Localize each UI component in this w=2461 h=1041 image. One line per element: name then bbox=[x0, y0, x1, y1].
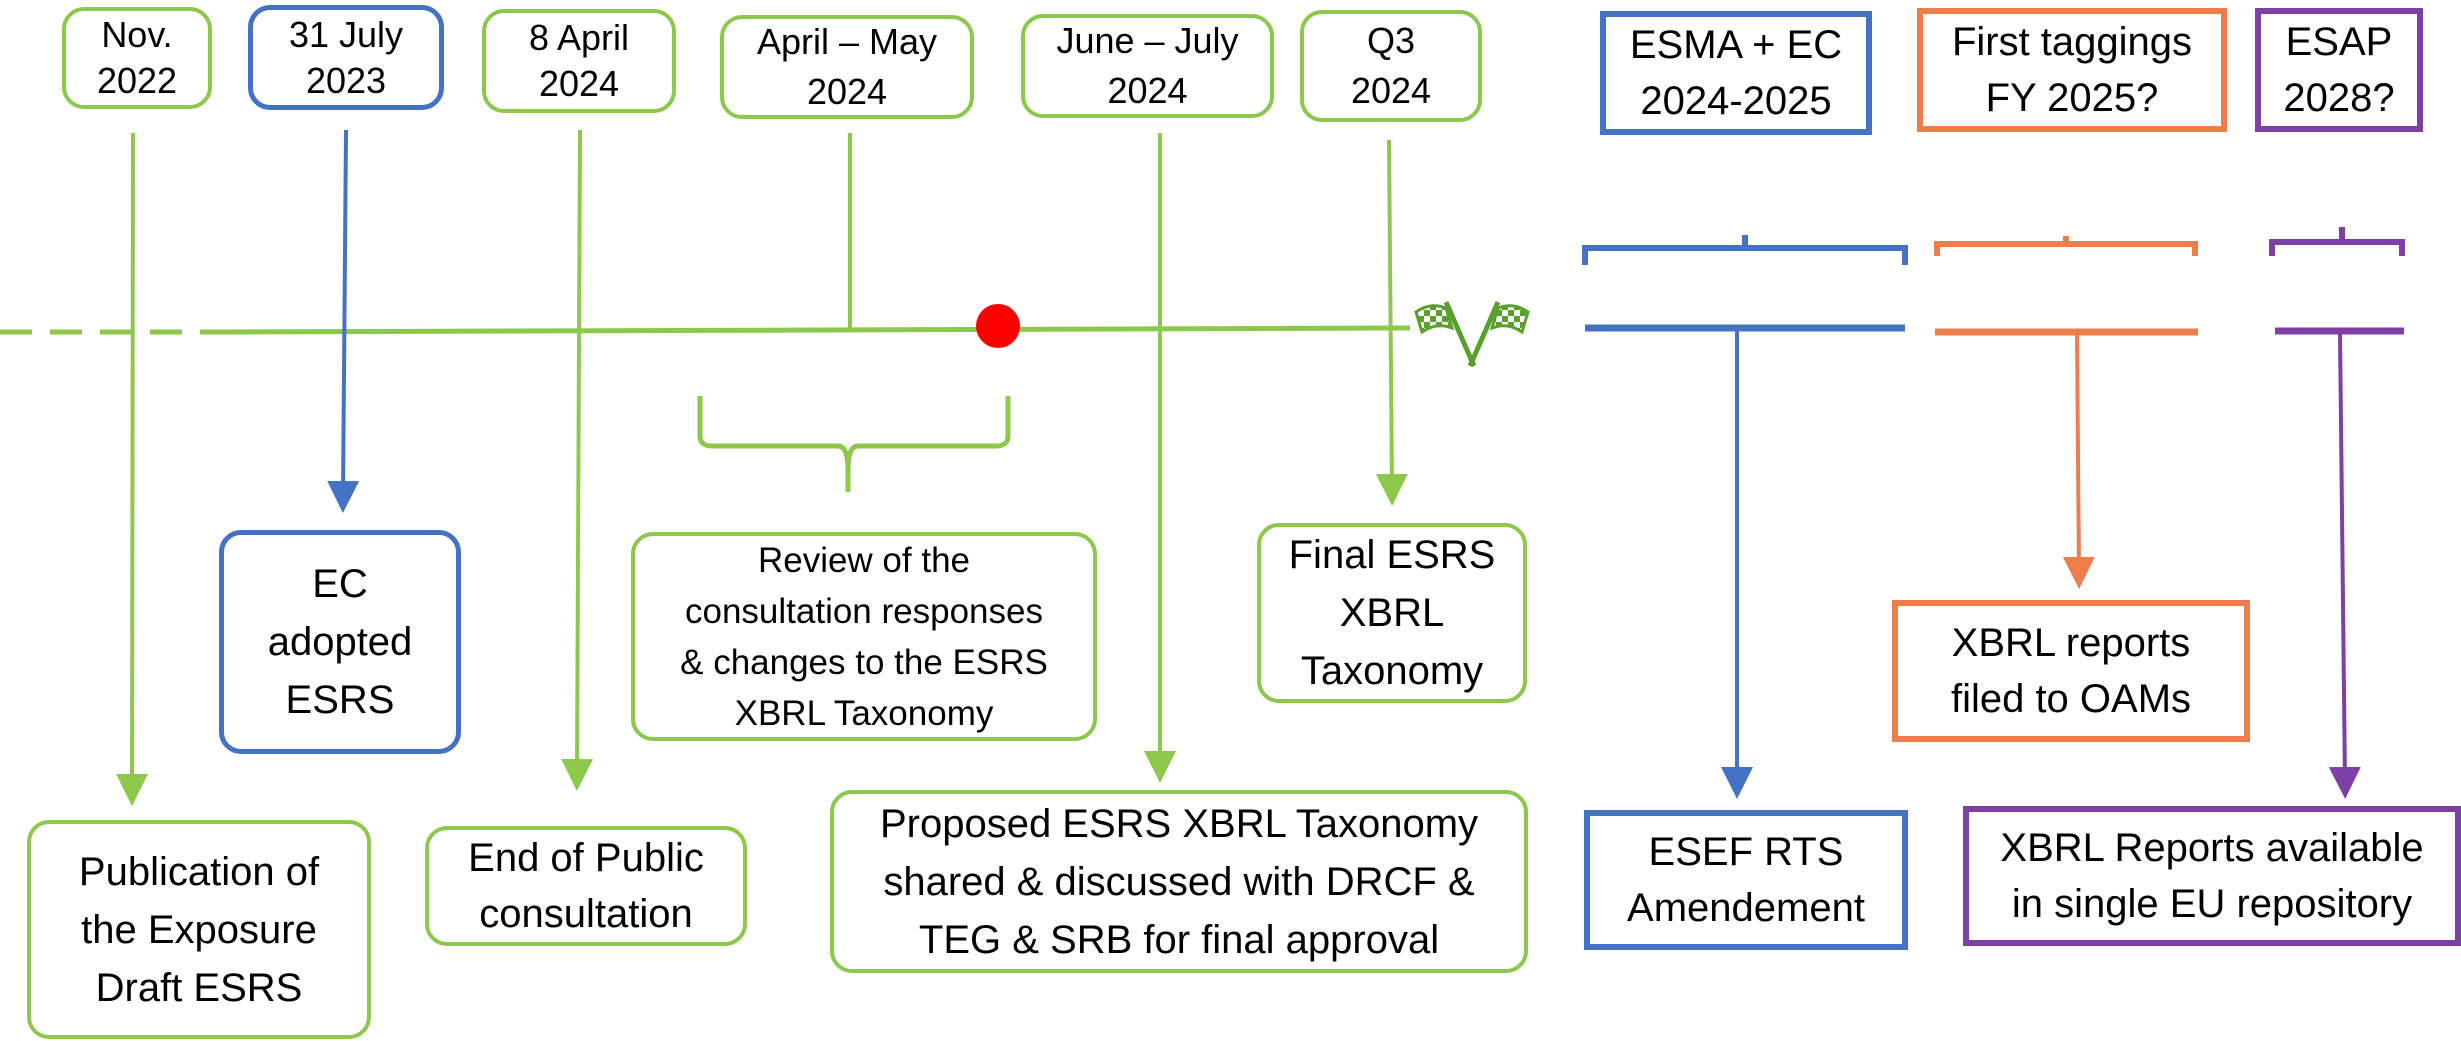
arrow-nov-2022 bbox=[116, 132, 149, 806]
date-label-apr-may-2024: April – May 2024 bbox=[720, 15, 974, 119]
arrow-apr-2024 bbox=[561, 129, 594, 791]
arrow-jul-2023 bbox=[327, 129, 360, 513]
date-label-first-taggings: First taggings FY 2025? bbox=[1917, 8, 2227, 132]
event-box-q3-2024: Final ESRS XBRL Taxonomy bbox=[1257, 523, 1527, 703]
date-label-esap: ESAP 2028? bbox=[2255, 8, 2423, 132]
current-position-dot bbox=[976, 304, 1020, 348]
date-label-jun-jul-2024: June – July 2024 bbox=[1021, 14, 1274, 118]
event-box-esap: XBRL Reports available in single EU repo… bbox=[1963, 806, 2461, 946]
bracket-first-taggings bbox=[1934, 236, 2198, 256]
bracket-esma-ec bbox=[1582, 235, 1908, 265]
arrow-esap bbox=[2328, 332, 2361, 799]
arrow-first-taggings bbox=[2062, 333, 2095, 589]
checkered-flags-icon bbox=[1412, 298, 1532, 370]
date-label-jul-2023: 31 July 2023 bbox=[248, 5, 444, 110]
date-label-apr-2024: 8 April 2024 bbox=[482, 9, 676, 113]
date-label-nov-2022: Nov. 2022 bbox=[62, 7, 212, 109]
event-box-apr-may-2024: Review of the consultation responses & c… bbox=[631, 532, 1097, 741]
date-label-q3-2024: Q3 2024 bbox=[1300, 10, 1482, 122]
event-box-first-taggings: XBRL reports filed to OAMs bbox=[1892, 600, 2250, 742]
event-box-jul-2023: EC adopted ESRS bbox=[219, 530, 461, 754]
bracket-esap bbox=[2269, 227, 2405, 256]
review-brace bbox=[697, 396, 1011, 492]
event-box-jun-jul-2024: Proposed ESRS XBRL Taxonomy shared & dis… bbox=[830, 790, 1528, 973]
event-box-esma-ec: ESEF RTS Amendement bbox=[1584, 810, 1908, 950]
event-box-apr-2024: End of Public consultation bbox=[425, 826, 747, 946]
arrow-q3-2024 bbox=[1375, 139, 1408, 506]
event-box-nov-2022: Publication of the Exposure Draft ESRS bbox=[27, 820, 371, 1039]
timeline-main-line bbox=[229, 325, 1411, 335]
date-label-esma-ec: ESMA + EC 2024-2025 bbox=[1600, 11, 1872, 135]
